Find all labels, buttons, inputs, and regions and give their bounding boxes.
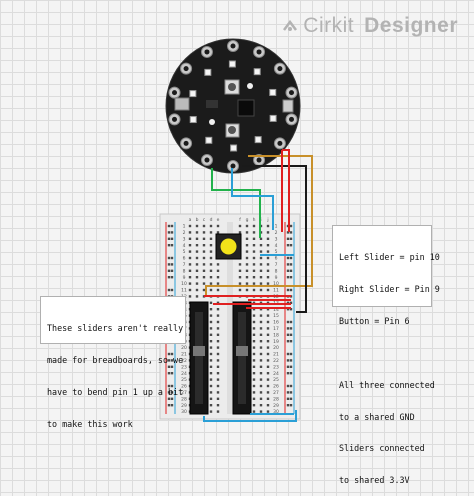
row-number: 23 (273, 364, 279, 370)
row-number: 2 (275, 230, 278, 236)
brand-name-part2: Designer (364, 14, 458, 37)
row-number: 21 (181, 352, 187, 358)
row-number: 3 (275, 236, 278, 242)
row-number: 9 (183, 275, 186, 281)
note-pin-assignments: Left Slider = pin 10 Right Slider = Pin … (332, 225, 440, 485)
note-line: Button = Pin 6 (339, 315, 410, 326)
row-number: 7 (275, 262, 278, 268)
row-number: 5 (275, 249, 278, 255)
column-letter: d (210, 217, 213, 223)
column-letter: e (217, 218, 220, 223)
wire-orange (205, 155, 313, 296)
wires (203, 149, 313, 422)
column-letter: a (189, 218, 192, 223)
row-number: 8 (275, 268, 278, 274)
row-number: 27 (181, 390, 187, 396)
row-number: 20 (181, 345, 187, 351)
row-number: 11 (181, 288, 187, 294)
row-number: 24 (273, 371, 279, 377)
note-line: to shared 3.3V (339, 475, 410, 486)
row-number: 4 (183, 243, 186, 249)
wire-blue-1 (203, 410, 297, 422)
row-number: 10 (273, 281, 279, 287)
row-number: 20 (273, 345, 279, 351)
row-number: 22 (181, 358, 187, 364)
wire-green (211, 168, 261, 238)
push-button[interactable] (215, 233, 242, 260)
battery-connector-icon (174, 97, 190, 111)
brand-name-part1: Cirkit (303, 14, 355, 37)
left-slider[interactable] (189, 301, 209, 415)
note-sliders-bend-pin: These sliders aren't really made for bre… (40, 296, 186, 429)
cirkit-logo-icon (283, 19, 298, 31)
column-letter: h (253, 217, 256, 223)
note-line: Right Slider = Pin 9 (339, 283, 440, 294)
note-line: Sliders connected (339, 443, 425, 454)
row-number: 25 (181, 377, 187, 383)
row-number: 28 (273, 396, 279, 402)
row-number: 2 (183, 230, 186, 236)
chip-icon (237, 99, 255, 117)
row-number: 24 (181, 371, 187, 377)
row-number: 26 (181, 384, 187, 390)
row-number: 7 (183, 262, 186, 268)
board-pads (168, 40, 298, 172)
row-number: 8 (183, 268, 186, 274)
column-letter: j (266, 217, 268, 223)
row-number: 23 (181, 364, 187, 370)
right-slider[interactable] (232, 301, 252, 415)
row-number: 19 (273, 339, 279, 345)
column-letter: g (246, 218, 249, 223)
column-letter: b (196, 217, 199, 223)
brand-logo: Cirkit Designer (281, 14, 458, 38)
note-line: to a shared GND (339, 411, 415, 422)
note-line: to make this work (47, 418, 133, 429)
row-number: 10 (181, 281, 187, 287)
row-number: 30 (181, 409, 187, 415)
row-number: 25 (273, 377, 279, 383)
note-line: These sliders aren't really (47, 323, 184, 334)
row-number: 22 (273, 358, 279, 364)
note-line: All three connected (339, 379, 435, 390)
row-number: 6 (275, 256, 278, 262)
row-number: 1 (183, 224, 186, 230)
row-number: 17 (273, 326, 279, 332)
row-number: 11 (273, 288, 279, 294)
row-number: 3 (183, 236, 186, 242)
note-line: made for breadboards, so we (47, 354, 184, 365)
wire-blue-top (231, 168, 274, 230)
circuit-playground-board[interactable] (165, 38, 301, 174)
row-number: 6 (183, 256, 186, 262)
row-number: 5 (183, 249, 186, 255)
row-number: 1 (275, 224, 278, 230)
row-number: 28 (181, 396, 187, 402)
button-cap-icon (220, 238, 237, 255)
note-line: Left Slider = pin 10 (339, 252, 440, 263)
wire-red (282, 149, 290, 232)
row-number: 30 (273, 409, 279, 415)
usb-connector-icon (282, 99, 294, 113)
row-number: 29 (273, 403, 279, 409)
row-number: 15 (273, 313, 279, 319)
row-number: 29 (181, 403, 187, 409)
row-number: 4 (275, 243, 278, 249)
row-number: 14 (273, 307, 279, 313)
row-number: 9 (275, 275, 278, 281)
column-letter: f (239, 217, 241, 223)
row-number: 16 (273, 320, 279, 326)
row-number: 26 (273, 384, 279, 390)
row-numbers-right: 1234567891011121314151617181920212223242… (273, 224, 279, 416)
row-number: 27 (273, 390, 279, 396)
row-number: 18 (273, 332, 279, 338)
column-letter: c (203, 218, 206, 223)
note-line: have to bend pin 1 up a bit (47, 386, 184, 397)
row-number: 21 (273, 352, 279, 358)
wire-black (242, 165, 307, 313)
